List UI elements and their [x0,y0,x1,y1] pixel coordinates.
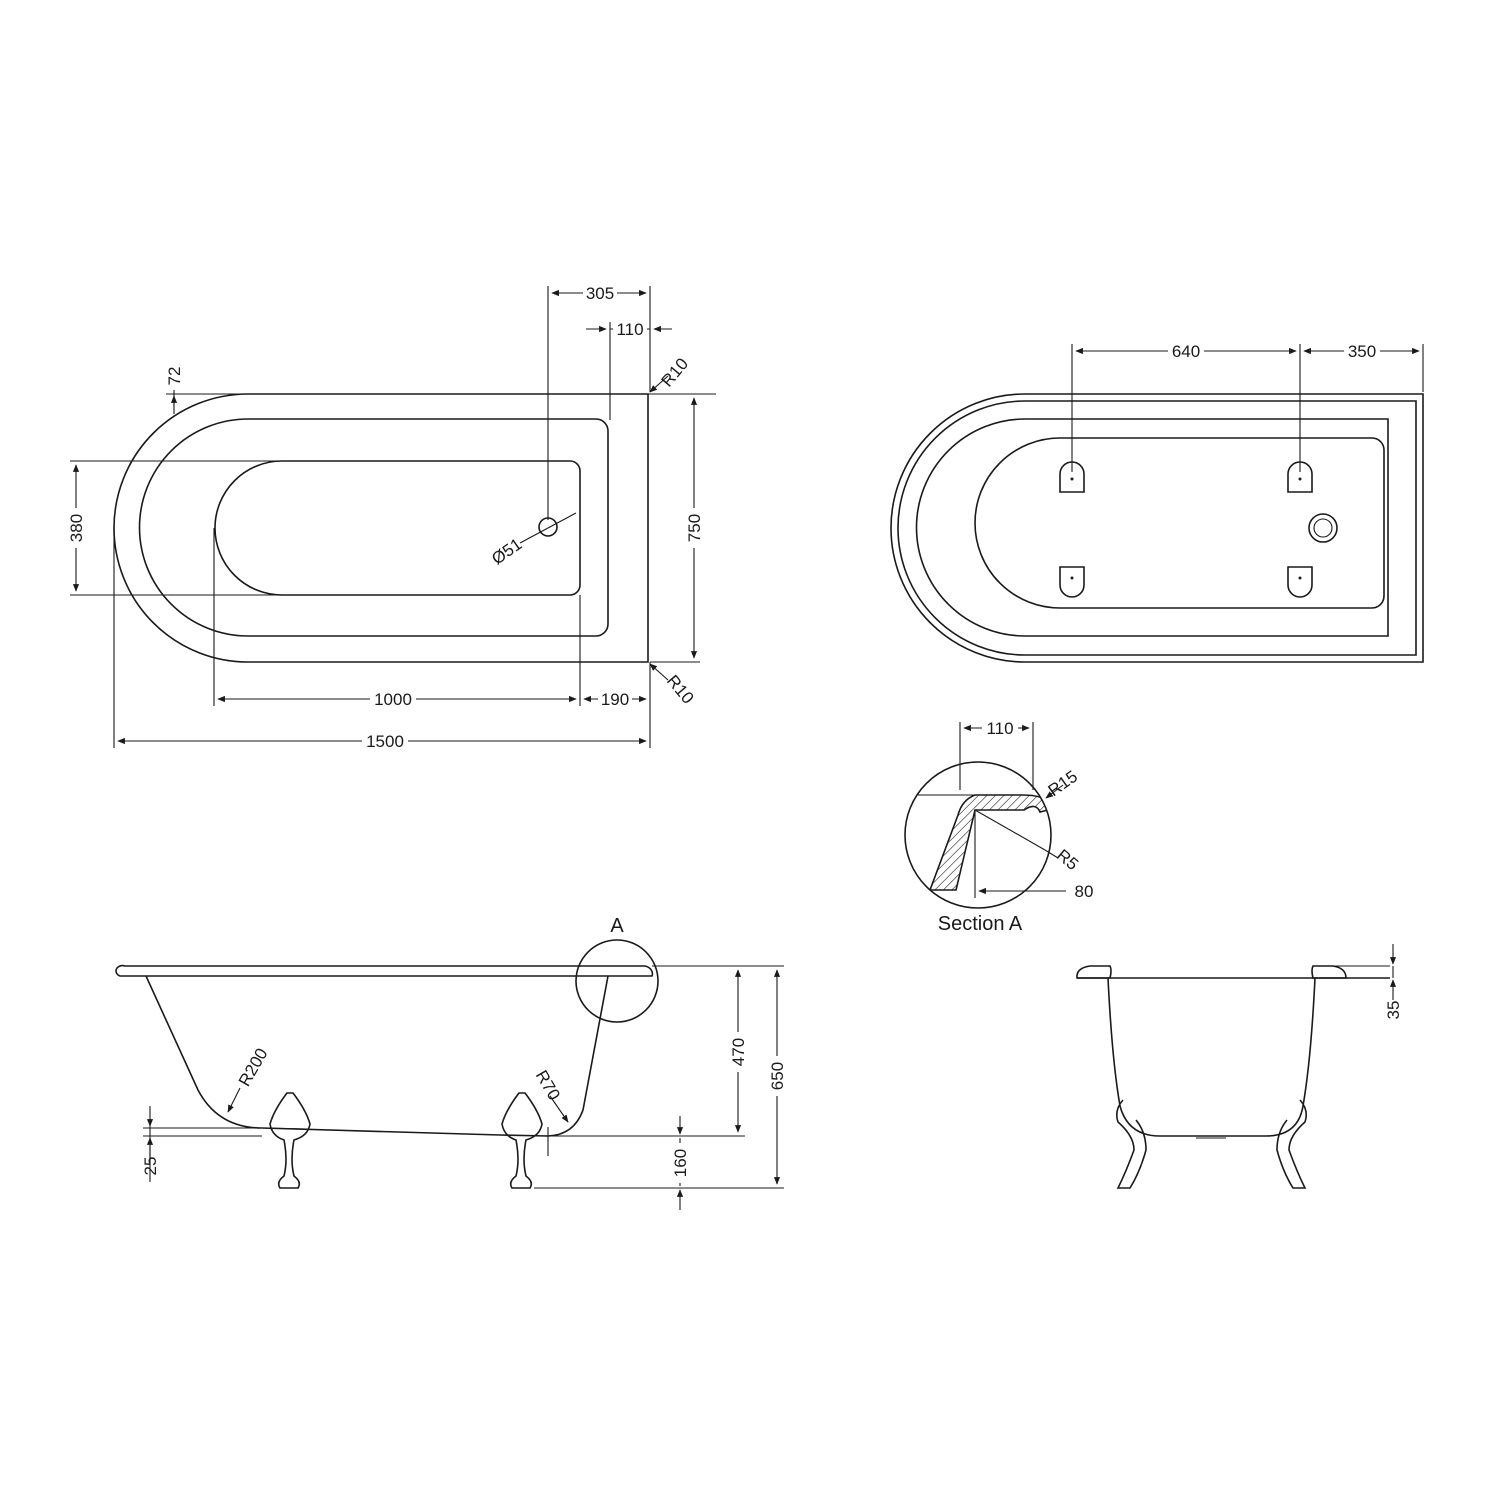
plan-view: 305 110 72 R10 380 [64,282,716,752]
dim-r200-label: R200 [235,1045,272,1090]
dim-1500-label: 1500 [366,732,404,751]
claw-foot-right [501,1092,543,1189]
dim-305-label: 305 [586,284,614,303]
dim-470-label: 470 [729,1038,748,1066]
dim-waste-diameter: Ø51 [488,512,577,568]
dim-305: 305 [547,282,651,520]
claw-foot-left [269,1092,311,1189]
underside-waste [1308,513,1338,543]
dim-section-80: 80 [974,810,1094,901]
dim-side-r200: R200 [227,1045,272,1113]
dim-side-160: 160 [547,1116,692,1210]
dim-section-r5: R5 [1044,846,1082,875]
dim-1000-190: 1000 190 [213,528,651,710]
dim-350-label: 350 [1348,342,1376,361]
dim-section-110: 110 [959,717,1034,790]
underside-floor [974,437,1385,609]
section-a-caption: Section A [938,913,1023,935]
dim-110: 110 [586,318,672,420]
dim-650-label: 650 [768,1062,787,1090]
side-bath-body [145,975,609,1137]
end-rim-right [1311,965,1347,979]
dim-35-label: 35 [1384,1001,1403,1020]
foot-plate-front-left [1059,566,1085,598]
underside-outer-rim [890,393,1424,663]
end-leg-left [1116,1099,1147,1189]
dim-190-label: 190 [601,690,629,709]
dim-r10-bottom-label: R10 [663,671,698,707]
end-leg-right [1276,1099,1307,1189]
dim-side-650: 650 [534,965,789,1189]
dim-r5-label: R5 [1053,846,1082,875]
dim-380-label: 380 [67,514,86,542]
dim-1500: 1500 [113,528,651,752]
dim-750: 750 [650,397,706,663]
foot-plate-rear-left [1059,461,1085,493]
rim-profile-hatched [928,794,1050,891]
dim-640-350: 640 350 [1071,340,1424,472]
dim-640-label: 640 [1172,342,1200,361]
dim-section-110-label: 110 [986,719,1013,738]
underside-view: 640 350 [890,340,1424,663]
dim-section-80-label: 80 [1075,882,1094,901]
foot-plate-front-right [1287,566,1313,598]
side-rim-top [115,964,654,977]
dim-72-label: 72 [165,367,184,386]
end-rim-left [1076,965,1112,979]
section-a-circle [904,761,1052,909]
waste-outlet [538,517,558,537]
foot-plate-rear-right [1287,461,1313,493]
dim-r10-top-label: R10 [657,354,692,390]
detail-a-circle [575,939,659,1023]
dim-25-label: 25 [141,1157,160,1176]
dim-side-470: 470 [550,965,750,1137]
detail-a-marker: A [610,915,624,937]
dim-section-r15: R15 [1045,767,1081,800]
dim-1000-label: 1000 [374,690,412,709]
end-view: 35 [1076,944,1403,1189]
side-view: A R200 R70 470 650 [115,915,789,1210]
underside-rim-inner [897,400,1417,656]
dim-r10-top: R10 [648,354,716,395]
dim-380: 380 [64,460,282,596]
section-a-detail: 110 R15 R5 80 Section A [904,717,1094,935]
underside-base [915,418,1389,637]
end-bath-body [1107,977,1316,1137]
dim-160-label: 160 [671,1149,690,1177]
dim-r10-bottom: R10 [649,663,698,708]
dim-72: 72 [165,367,248,414]
dim-750-label: 750 [685,514,704,542]
dim-end-35: 35 [1384,944,1403,1019]
dim-r70-label: R70 [532,1067,564,1104]
plan-bath-floor [214,460,581,596]
dim-waste-label: Ø51 [488,534,525,568]
plan-inner-rim [138,418,609,637]
dim-110-label: 110 [616,320,643,339]
dim-side-25: 25 [141,1106,262,1182]
